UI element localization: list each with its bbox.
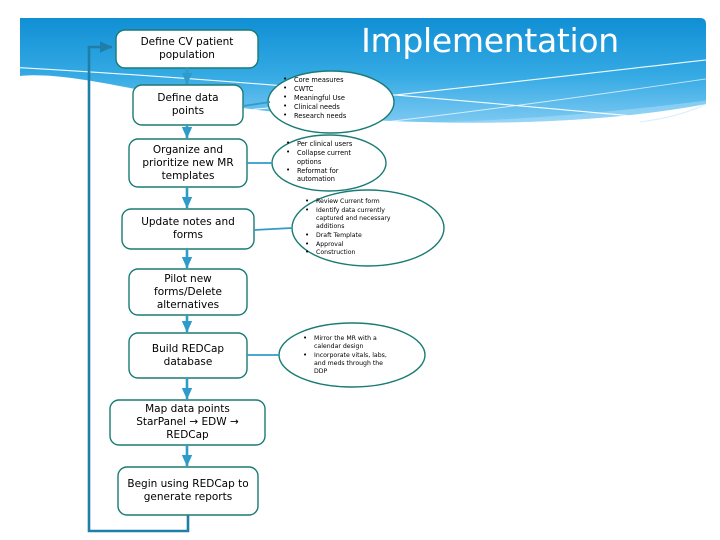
list-item: Collapse current options xyxy=(286,148,368,166)
annotation-list: Per clinical users Collapse current opti… xyxy=(286,139,368,184)
list-item: Reformat for automation xyxy=(286,166,368,184)
step-map-data-points[interactable]: Map data points StarPanel → EDW → REDCap xyxy=(110,400,265,445)
step-label: Update notes and forms xyxy=(141,216,235,241)
step-build-redcap-database[interactable]: Build REDCap database xyxy=(129,333,247,378)
list-item: Mirror the MR with a calendar design xyxy=(303,334,395,351)
feedback-loop-arrow xyxy=(87,41,190,533)
step-label: Begin using REDCap to generate reports xyxy=(127,478,249,503)
connector-box2-ellipse1 xyxy=(242,101,271,107)
page-title: Implementation xyxy=(361,21,619,60)
list-item: Clinical needs xyxy=(283,102,379,112)
list-item: Review Current form xyxy=(305,197,407,206)
step-label: Define data points xyxy=(157,92,219,117)
list-item: CWTC xyxy=(283,84,379,94)
annotation-list: Review Current form Identify data curren… xyxy=(305,197,407,257)
step-label: Define CV patient population xyxy=(140,36,234,61)
list-item: Identify data currently captured and nec… xyxy=(305,206,407,232)
step-label: Map data points StarPanel → EDW → REDCap xyxy=(136,403,239,441)
annotation-notes-forms-process[interactable]: Review Current form Identify data curren… xyxy=(305,197,407,260)
annotation-data-points-sources[interactable]: Core measures CWTC Meaningful Use Clinic… xyxy=(283,75,379,128)
step-begin-using-redcap[interactable]: Begin using REDCap to generate reports xyxy=(118,467,258,515)
step-update-notes-and-forms[interactable]: Update notes and forms xyxy=(122,209,254,249)
annotation-template-priorities[interactable]: Per clinical users Collapse current opti… xyxy=(286,139,368,188)
step-pilot-new-forms[interactable]: Pilot new forms/Delete alternatives xyxy=(129,269,247,315)
list-item: Meaningful Use xyxy=(283,93,379,103)
list-item: Construction xyxy=(305,248,407,257)
banner-outer-curve xyxy=(639,103,707,123)
step-label: Build REDCap database xyxy=(151,342,225,368)
step-define-cv-patient-population[interactable]: Define CV patient population xyxy=(116,30,258,68)
annotation-redcap-design[interactable]: Mirror the MR with a calendar design Inc… xyxy=(303,334,395,381)
banner-swoosh-line-3 xyxy=(20,73,706,123)
step-define-data-points[interactable]: Define data points xyxy=(133,85,243,125)
annotation-list: Core measures CWTC Meaningful Use Clinic… xyxy=(283,75,379,121)
step-label: Pilot new forms/Delete alternatives xyxy=(154,272,222,311)
list-item: Research needs xyxy=(283,111,379,121)
list-item: Core measures xyxy=(283,75,379,85)
list-item: Per clinical users xyxy=(286,139,368,149)
connector-box4-ellipse3 xyxy=(253,227,293,231)
step-label: Organize and prioritize new MR templates xyxy=(142,143,234,182)
step-organize-prioritize-templates[interactable]: Organize and prioritize new MR templates xyxy=(129,139,247,187)
list-item: Incorporate vitals, labs, and meds throu… xyxy=(303,351,395,377)
list-item: Draft Template xyxy=(305,231,407,240)
annotation-list: Mirror the MR with a calendar design Inc… xyxy=(303,334,395,377)
list-item: Approval xyxy=(305,239,407,249)
